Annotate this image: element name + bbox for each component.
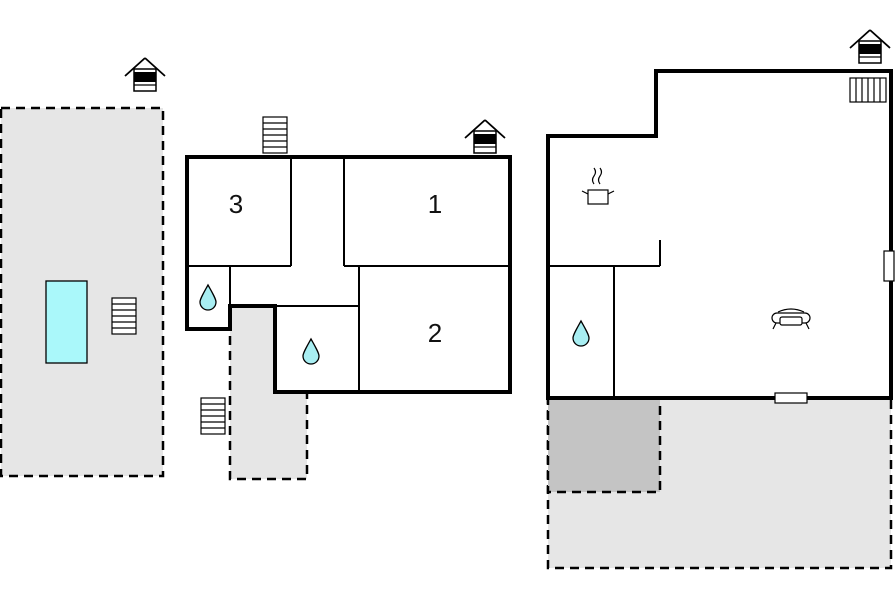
stairs-icon	[849, 77, 887, 103]
entrance-house-icon	[464, 119, 506, 154]
water-drop-icon	[572, 319, 590, 347]
pool-icon	[45, 280, 88, 364]
sofa-icon	[771, 308, 811, 330]
cooking-pot-icon	[581, 167, 615, 205]
room-2-label: 2	[428, 318, 442, 348]
building-right-walls	[546, 69, 893, 400]
room-1-label: 1	[428, 189, 442, 219]
building-right-interior-walls	[548, 240, 661, 398]
stairs-icon	[111, 297, 137, 335]
entrance-house-icon	[849, 29, 891, 64]
entrance-house-icon	[124, 57, 166, 92]
water-drop-icon	[199, 283, 217, 311]
stairs-icon	[262, 116, 288, 154]
building-middle-interior-walls	[187, 157, 510, 392]
stairs-icon	[200, 397, 226, 435]
covered-terrace-area	[546, 396, 662, 494]
water-drop-icon	[302, 337, 320, 365]
window-south	[774, 392, 808, 404]
window-east	[883, 250, 895, 282]
room-3-label: 3	[229, 189, 243, 219]
